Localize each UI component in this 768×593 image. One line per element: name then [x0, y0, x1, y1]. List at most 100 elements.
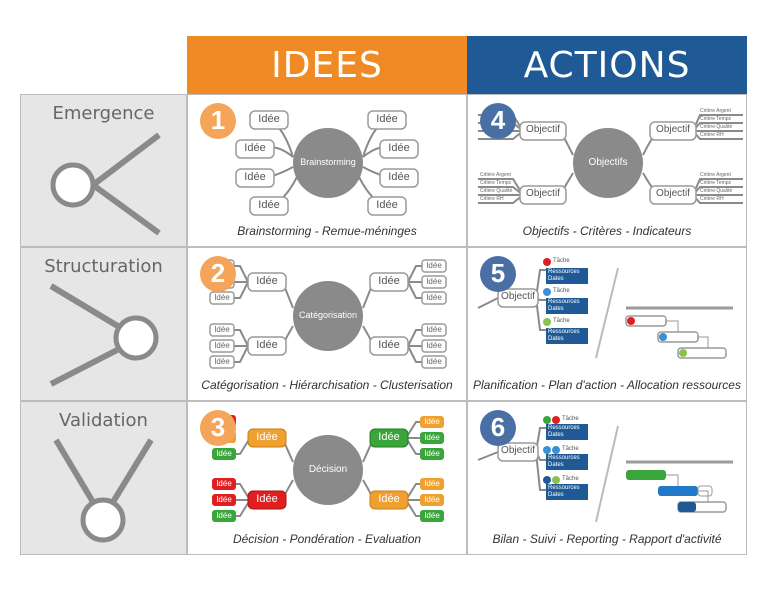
idea-node: Idée: [256, 339, 278, 351]
center-label: Brainstorming: [300, 157, 356, 167]
center-label: Objectifs: [588, 157, 628, 168]
panel-caption: Planification - Plan d'action - Allocati…: [473, 378, 741, 392]
idea-leaf: Idée: [424, 433, 440, 442]
idea-node: Idée: [258, 199, 280, 211]
resource-label: Ressources: [548, 455, 580, 461]
dates-label: Dates: [548, 462, 564, 468]
objective-node: Objectif: [656, 188, 690, 199]
criterion-label: Critère Qualité: [480, 188, 513, 194]
panel-brainstorming: 1 Brainstorming Idée Idée Idée Idée Idée…: [187, 94, 467, 247]
dates-label: Dates: [548, 492, 564, 498]
idea-leaf: Idée: [426, 325, 442, 334]
idea-node: Idée: [388, 171, 410, 183]
resource-label: Ressources: [548, 485, 580, 491]
panel-decision: 3 Décision Idée Idée Idée Idée Idée Idée…: [187, 401, 467, 555]
criterion-label: Critère Temps: [700, 116, 732, 122]
idea-node: Idée: [376, 199, 398, 211]
idea-leaf: Idée: [424, 449, 440, 458]
criterion-label: Critère Temps: [700, 180, 732, 186]
idea-node: Idée: [378, 275, 400, 287]
idea-node: Idée: [244, 142, 266, 154]
idea-leaf: Idée: [214, 293, 230, 302]
objective-node: Objectif: [656, 124, 690, 135]
idea-leaf: Idée: [216, 495, 232, 504]
idea-leaf: Idée: [424, 511, 440, 520]
idea-node: Idée: [388, 142, 410, 154]
resource-label: Ressources: [548, 299, 580, 305]
objective-node: Objectif: [526, 124, 560, 135]
center-label: Décision: [308, 464, 348, 475]
criterion-label: Critère Argent: [700, 108, 731, 114]
task-label: Tâche: [553, 258, 570, 264]
header-actions: ACTIONS: [467, 36, 747, 94]
header-idees: IDEES: [187, 36, 467, 94]
idea-leaf: Idée: [216, 511, 232, 520]
resource-label: Ressources: [548, 269, 580, 275]
dates-label: Dates: [548, 432, 564, 438]
task-label: Tâche: [553, 318, 570, 324]
idea-leaf: Idée: [424, 495, 440, 504]
step-number: 2: [210, 258, 226, 288]
idea-node: Idée: [378, 339, 400, 351]
step-number: 3: [210, 412, 226, 442]
emergence-icon: [50, 132, 161, 236]
row-title: Emergence: [52, 103, 155, 124]
idea-node: Idée: [376, 113, 398, 125]
row-structuration: Structuration: [20, 247, 187, 401]
criterion-label: Critère Argent: [700, 172, 731, 178]
idea-node: Idée: [378, 493, 400, 505]
idea-leaf: Idée: [424, 479, 440, 488]
dates-label: Dates: [548, 276, 564, 282]
criterion-label: Critère RH: [700, 132, 724, 138]
idea-leaf: Idée: [216, 479, 232, 488]
step-number: 6: [490, 412, 506, 442]
idea-leaf: Idée: [426, 293, 442, 302]
panel-categorisation: 2 Catégorisation Idée Idée Idée Idée Idé…: [187, 247, 467, 401]
criterion-label: Critère RH: [700, 196, 724, 202]
resource-label: Ressources: [548, 329, 580, 335]
criterion-label: Critère Temps: [480, 180, 512, 186]
task-label: Tâche: [553, 288, 570, 294]
task-label: Tâche: [562, 476, 579, 482]
idea-node: Idée: [378, 431, 400, 443]
objective-node: Objectif: [501, 291, 535, 302]
objective-node: Objectif: [501, 445, 535, 456]
panel-caption: Catégorisation - Hiérarchisation - Clust…: [201, 378, 453, 392]
idea-node: Idée: [256, 275, 278, 287]
criterion-label: Critère Qualité: [700, 124, 733, 130]
idea-leaf: Idée: [214, 325, 230, 334]
panel-caption: Décision - Pondération - Evaluation: [232, 532, 422, 546]
criterion-label: Critère RH: [480, 196, 504, 202]
idea-node: Idée: [244, 171, 266, 183]
idea-leaf: Idée: [214, 357, 230, 366]
idea-leaf: Idée: [216, 449, 232, 458]
step-number: 1: [210, 105, 226, 135]
dates-label: Dates: [548, 336, 564, 342]
idea-leaf: Idée: [426, 357, 442, 366]
structuration-icon: [49, 283, 159, 387]
panel-objectifs: 4 Objectifs Objectif Objectif Objectif O…: [467, 94, 747, 247]
criterion-label: Critère Qualité: [700, 188, 733, 194]
panel-caption: Objectifs - Critères - Indicateurs: [522, 224, 692, 238]
idea-leaf: Idée: [426, 261, 442, 270]
idea-leaf: Idée: [426, 277, 442, 286]
idea-node: Idée: [258, 113, 280, 125]
validation-icon: [53, 438, 154, 543]
step-number: 5: [490, 258, 506, 288]
idea-leaf: Idée: [426, 341, 442, 350]
task-label: Tâche: [562, 446, 579, 452]
step-number: 4: [490, 105, 506, 135]
center-label: Catégorisation: [298, 310, 358, 320]
row-validation: Validation: [20, 401, 187, 555]
panel-caption: Brainstorming - Remue-méninges: [237, 224, 417, 238]
row-title: Structuration: [44, 256, 163, 277]
task-label: Tâche: [562, 416, 579, 422]
idea-node: Idée: [256, 493, 278, 505]
panel-caption: Bilan - Suivi - Reporting - Rapport d'ac…: [492, 532, 722, 546]
dates-label: Dates: [548, 306, 564, 312]
idea-leaf: Idée: [214, 341, 230, 350]
idea-node: Idée: [256, 431, 278, 443]
objective-node: Objectif: [526, 188, 560, 199]
idea-leaf: Idée: [424, 417, 440, 426]
criterion-label: Critère Argent: [480, 172, 511, 178]
